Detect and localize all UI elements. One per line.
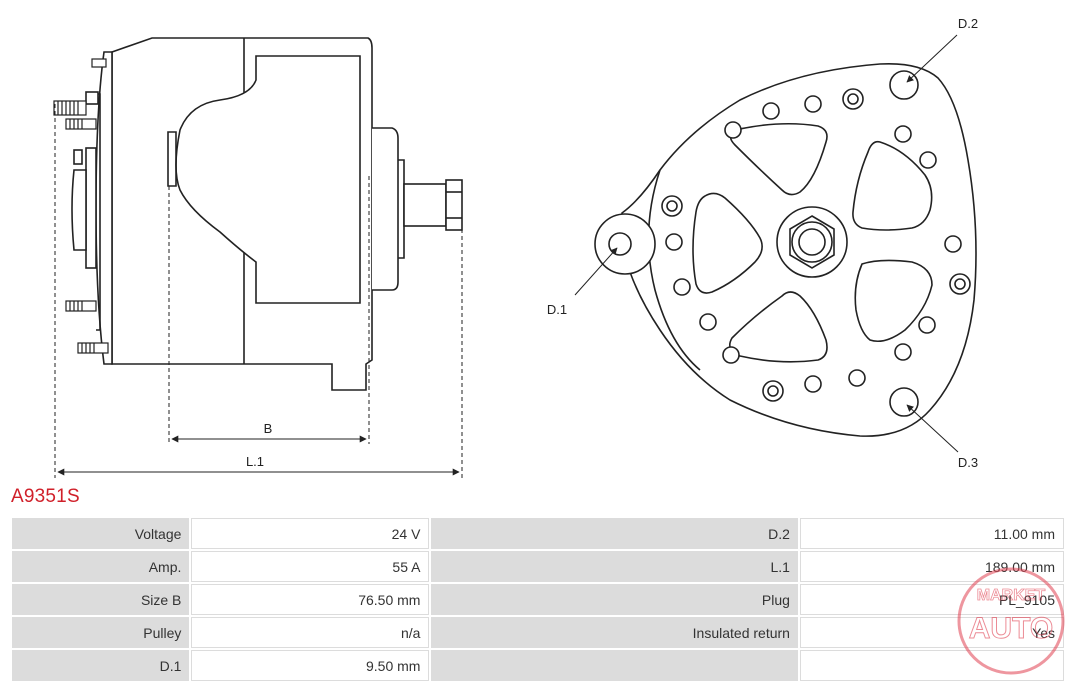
alternator-side-view (53, 37, 463, 391)
spec-label: L.1 (431, 551, 798, 582)
spec-label: Size B (12, 584, 190, 615)
spec-value: 24 V (191, 518, 430, 549)
spec-table: Voltage 24 V D.2 11.00 mm Amp. 55 A L.1 … (10, 516, 1066, 683)
dimension-label-d1: D.1 (547, 302, 567, 317)
spec-value: 11.00 mm (799, 518, 1064, 549)
spec-label: D.2 (431, 518, 798, 549)
spec-label: Insulated return (431, 617, 798, 648)
leader-lines (574, 34, 959, 453)
spec-label: Pulley (12, 617, 190, 648)
spec-label: Amp. (12, 551, 190, 582)
spec-label (431, 650, 798, 681)
spec-label: D.1 (12, 650, 190, 681)
table-row: Voltage 24 V D.2 11.00 mm (12, 518, 1064, 549)
dimension-label-d3: D.3 (958, 455, 978, 470)
spec-value: n/a (191, 617, 430, 648)
dimension-label-b: B (264, 421, 273, 436)
table-row: Pulley n/a Insulated return Yes (12, 617, 1064, 648)
spec-value: Yes (799, 617, 1064, 648)
spec-label: Voltage (12, 518, 190, 549)
dimension-lines (54, 104, 463, 478)
dimension-label-d2: D.2 (958, 16, 978, 31)
part-number-title: A9351S (11, 486, 80, 507)
spec-value: PL_9105 (799, 584, 1064, 615)
alternator-technical-drawing: B L.1 (53, 16, 978, 478)
spec-value: 55 A (191, 551, 430, 582)
table-row: D.1 9.50 mm (12, 650, 1064, 681)
spec-label: Plug (431, 584, 798, 615)
spec-value: 76.50 mm (191, 584, 430, 615)
table-row: Size B 76.50 mm Plug PL_9105 (12, 584, 1064, 615)
table-row: Amp. 55 A L.1 189.00 mm (12, 551, 1064, 582)
dimension-label-l1: L.1 (246, 454, 264, 469)
alternator-front-view (594, 62, 977, 437)
spec-value: 189.00 mm (799, 551, 1064, 582)
spec-value (799, 650, 1064, 681)
spec-value: 9.50 mm (191, 650, 430, 681)
